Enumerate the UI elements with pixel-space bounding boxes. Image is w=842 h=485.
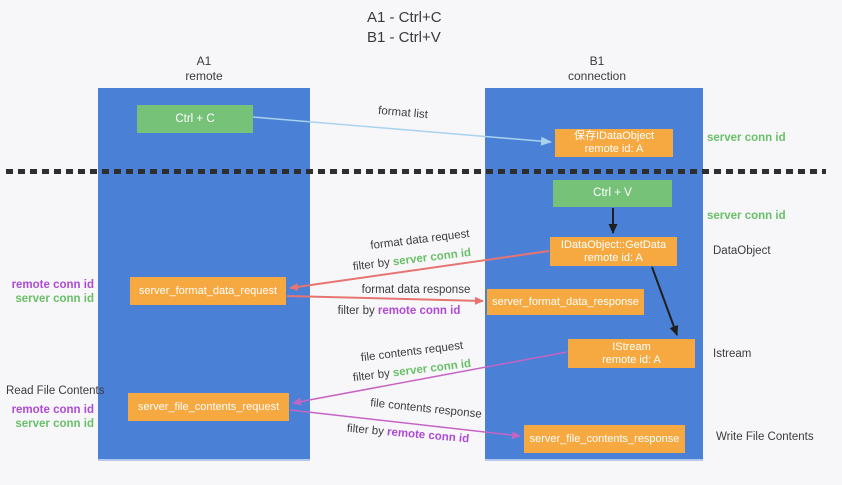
phase-separator-line [6, 169, 826, 174]
ctrl-c-label: Ctrl + C [175, 112, 215, 125]
server-format-data-response-node: server_format_data_response [487, 289, 644, 315]
server-conn-id-note-mid: server conn id [707, 210, 786, 222]
save-idataobject-node: 保存IDataObject remote id: A [555, 129, 673, 157]
format-list-label: format list [377, 104, 429, 122]
file-response-label: server_file_contents_response [529, 432, 680, 445]
lane-header-a1: A1 remote [134, 54, 274, 84]
remote-conn-id-inline-2: remote conn id [386, 426, 470, 446]
diagram-title: A1 - Ctrl+C B1 - Ctrl+V [367, 8, 442, 48]
file-request-label: server_file_contents_request [137, 400, 280, 413]
format-request-label: server_format_data_request [138, 284, 278, 297]
remote-conn-id-note: remote conn id [11, 279, 94, 291]
title-line-1: A1 - Ctrl+C [367, 9, 442, 26]
ctrl-c-node: Ctrl + C [137, 105, 253, 133]
read-file-contents-note: Read File Contents [6, 385, 105, 397]
istream-note: Istream [713, 348, 752, 360]
server-file-contents-request-node: server_file_contents_request [128, 393, 289, 421]
conn-id-stack-bottom: remote conn id server conn id [0, 403, 94, 431]
filter-by-prefix-3: filter by [352, 367, 394, 385]
server-conn-id-note: server conn id [15, 293, 94, 305]
lane-b1-name: B1 [589, 54, 605, 68]
title-line-2: B1 - Ctrl+V [367, 29, 441, 46]
remote-conn-id-note-2: remote conn id [11, 404, 94, 416]
server-conn-id-inline: server conn id [392, 246, 472, 269]
istream-node: IStream remote id: A [568, 339, 695, 368]
format-data-response-arrow [286, 295, 484, 305]
dataobject-note: DataObject [713, 245, 771, 257]
ctrl-v-node: Ctrl + V [553, 180, 672, 207]
getdata-line2: remote id: A [584, 251, 643, 264]
filter-by-prefix-4: filter by [346, 422, 388, 439]
idataobject-getdata-node: IDataObject::GetData remote id: A [550, 237, 677, 266]
server-conn-id-note-2: server conn id [15, 418, 94, 430]
filter-by-remote-conn-id-label-1: filter by remote conn id [338, 305, 461, 317]
write-file-contents-note: Write File Contents [716, 431, 814, 443]
lane-header-b1: B1 connection [527, 54, 667, 84]
lane-a1-subtitle: remote [185, 69, 223, 83]
getdata-line1: IDataObject::GetData [560, 238, 667, 251]
istream-line1: IStream [612, 340, 651, 353]
file-contents-response-label: file contents response [369, 397, 483, 421]
istream-line2: remote id: A [602, 353, 661, 366]
filter-by-prefix-2: filter by [337, 305, 378, 317]
save-idataobject-line2: remote id: A [584, 143, 644, 155]
lane-a1-name: A1 [196, 54, 212, 68]
server-conn-id-inline-2: server conn id [392, 357, 472, 380]
ctrl-v-label: Ctrl + V [593, 187, 632, 199]
format-response-label: server_format_data_response [492, 295, 639, 308]
filter-by-prefix: filter by [352, 256, 394, 274]
format-data-response-label: format data response [361, 284, 471, 296]
filter-by-remote-conn-id-label-2: filter by remote conn id [346, 423, 469, 446]
server-conn-id-note-top: server conn id [707, 132, 786, 144]
server-format-data-request-node: server_format_data_request [130, 277, 286, 305]
remote-conn-id-inline: remote conn id [377, 305, 461, 317]
server-file-contents-response-node: server_file_contents_response [524, 425, 685, 453]
lane-b1-subtitle: connection [567, 69, 627, 83]
conn-id-stack-mid: remote conn id server conn id [0, 278, 94, 306]
save-idataobject-line1: 保存IDataObject [573, 130, 655, 142]
